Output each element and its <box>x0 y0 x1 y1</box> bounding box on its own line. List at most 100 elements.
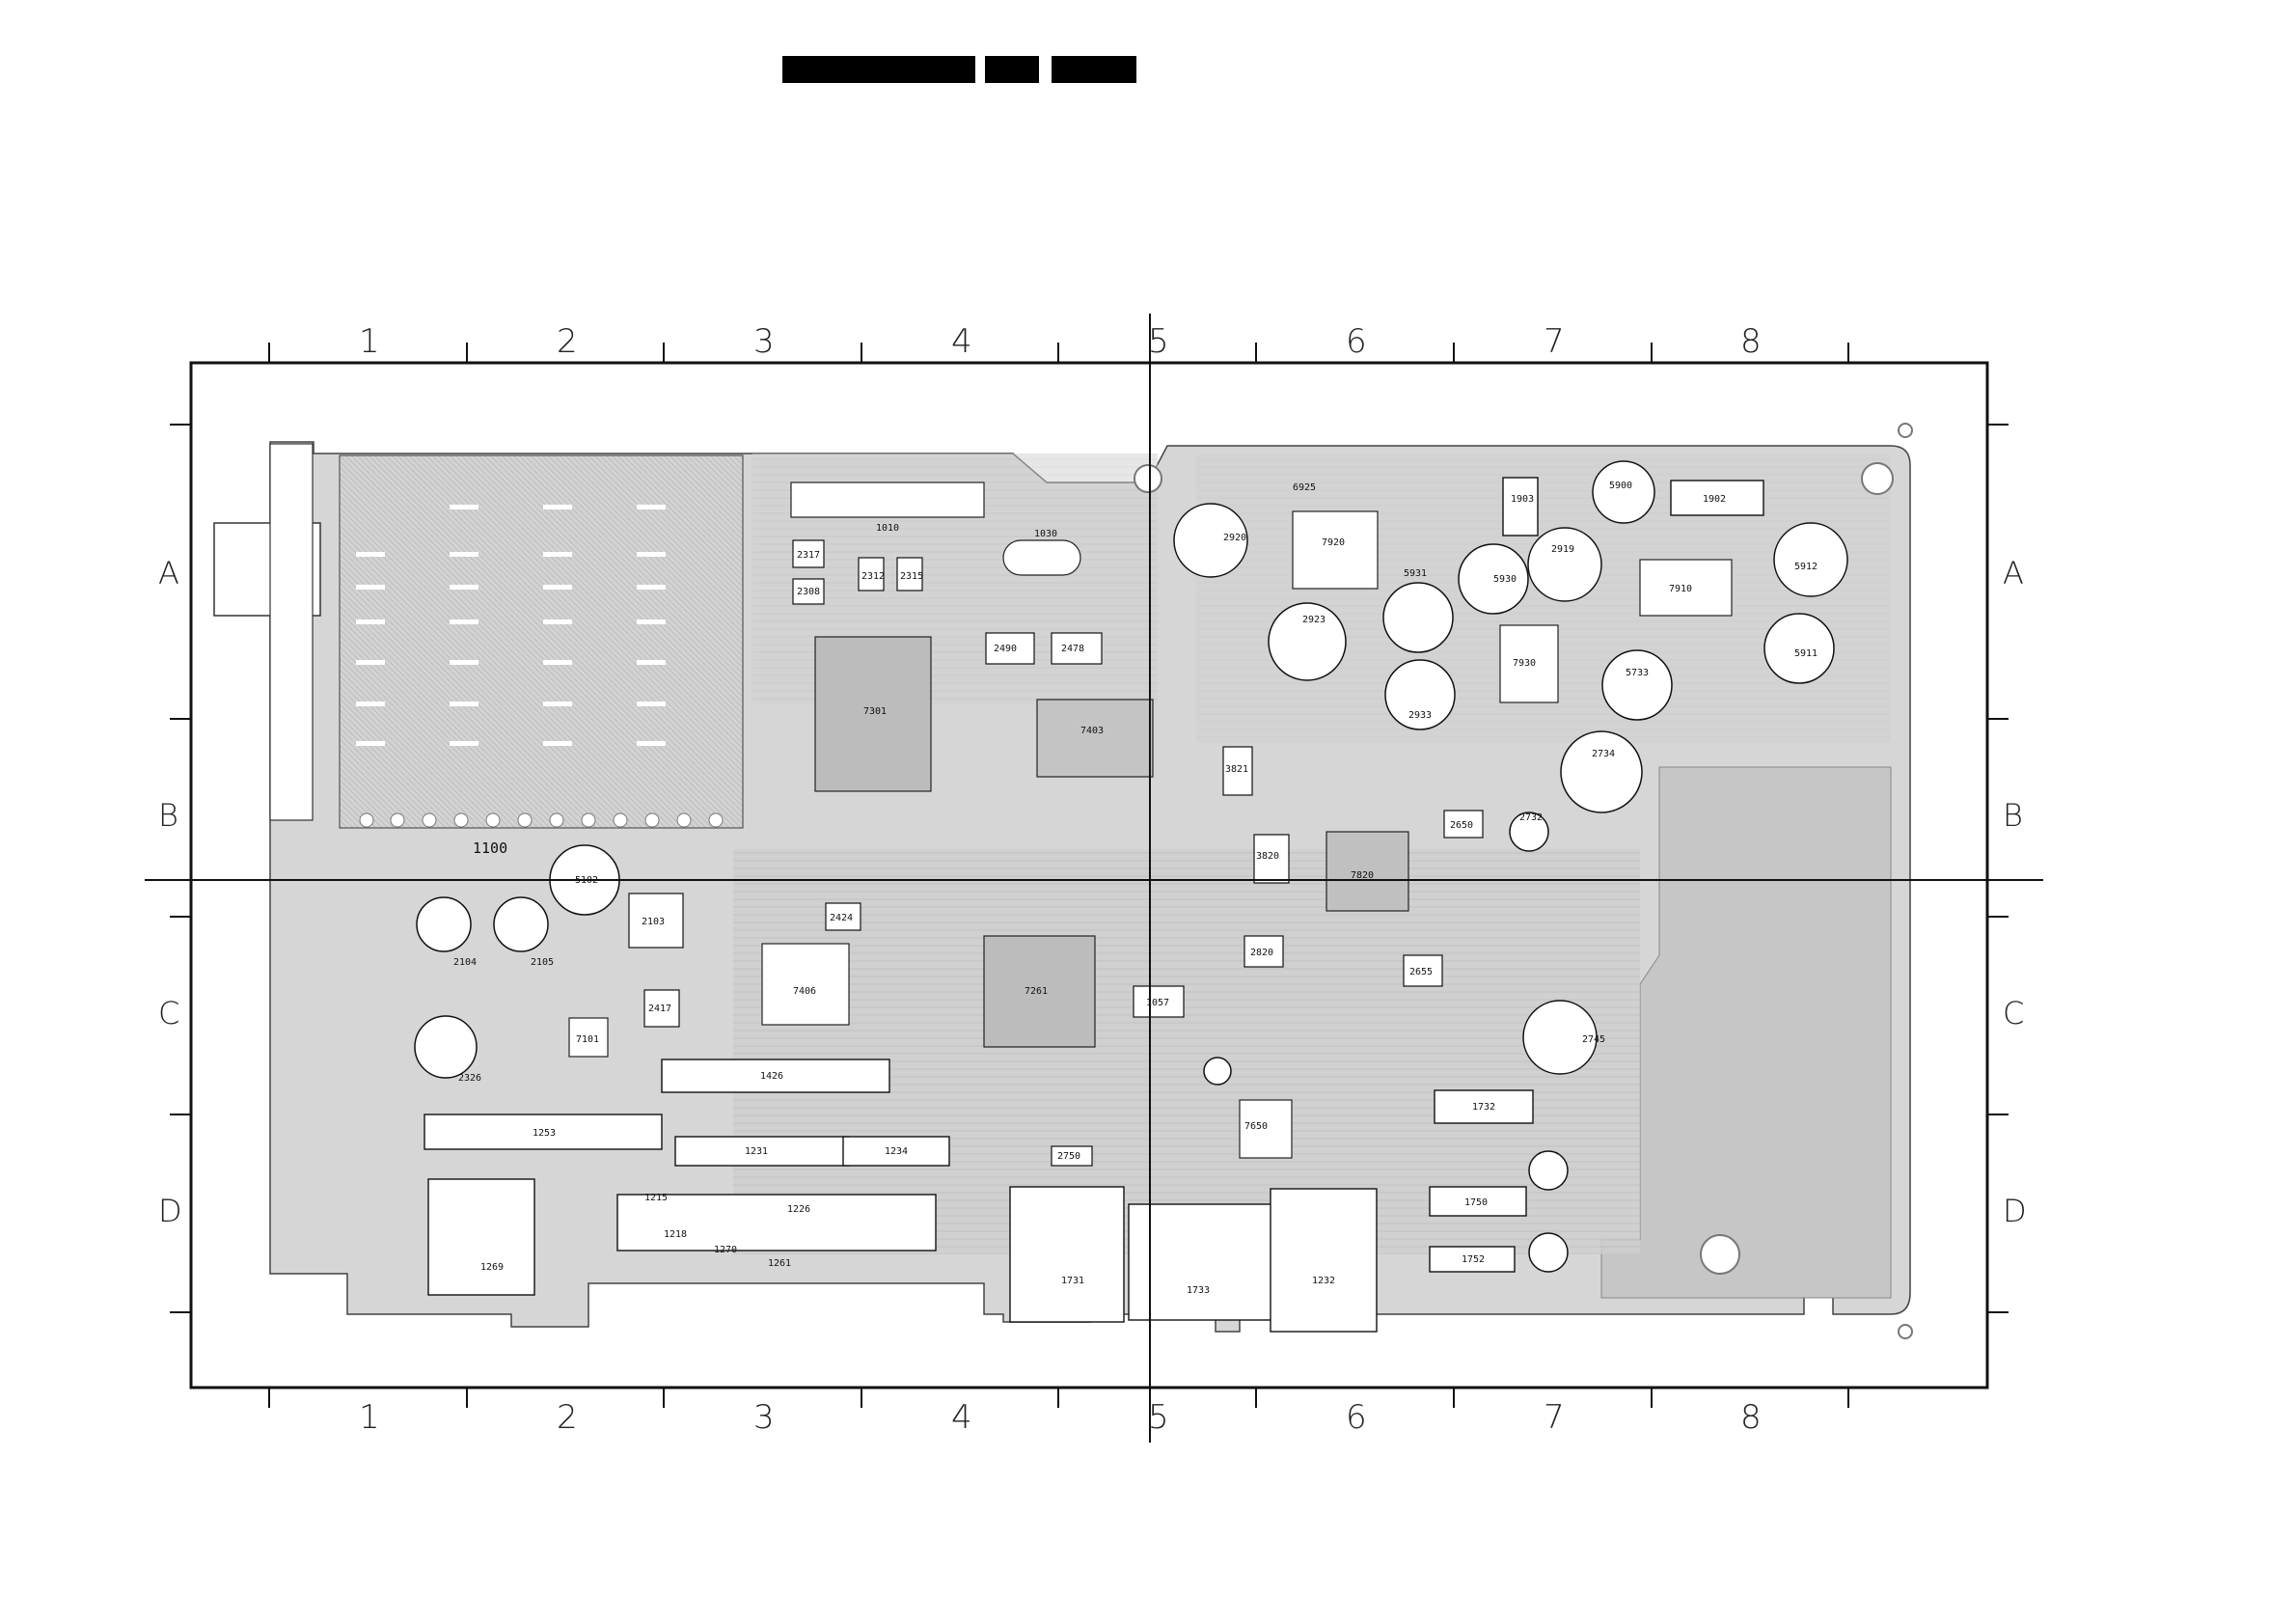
conn-1732 <box>1434 1089 1534 1124</box>
ref-1903: 1903 <box>1511 494 1534 505</box>
col-label-2: 2 <box>557 322 578 361</box>
ref-2750: 2750 <box>1057 1151 1080 1162</box>
ref-7101: 7101 <box>576 1034 599 1045</box>
col-label-3-bottom: 3 <box>753 1398 775 1437</box>
shield-slots <box>356 505 666 746</box>
ref-2315: 2315 <box>900 571 923 582</box>
part-3820 <box>1253 834 1290 884</box>
coil-5911 <box>1763 613 1835 684</box>
ref-7301: 7301 <box>863 706 887 717</box>
ref-5911: 5911 <box>1794 648 1818 659</box>
ref-1732: 1732 <box>1472 1102 1495 1113</box>
ref-2820: 2820 <box>1250 948 1273 958</box>
ref-1231: 1231 <box>745 1146 768 1157</box>
part-2317 <box>792 539 825 568</box>
conn-1426 <box>661 1059 890 1093</box>
mounting-holes <box>1134 423 1913 1339</box>
ic-7920 <box>1292 510 1379 590</box>
header-bar-2 <box>985 56 1039 83</box>
cap-1-small <box>1528 1150 1569 1191</box>
col-label-4: 4 <box>951 322 972 361</box>
col-label-4-bottom: 4 <box>951 1398 972 1437</box>
conn-1750 <box>1429 1186 1527 1217</box>
ref-2312: 2312 <box>861 571 885 582</box>
ref-6925: 6925 <box>1293 482 1316 493</box>
ref-1269: 1269 <box>480 1262 504 1273</box>
row-labels-right: A B C D <box>2003 555 2027 1229</box>
row-label-a: A <box>158 555 179 591</box>
coil-5900 <box>1592 460 1655 524</box>
conn-1731 <box>1009 1186 1125 1323</box>
ref-1010: 1010 <box>876 523 899 534</box>
ic-7930 <box>1499 624 1559 703</box>
conn-1232 <box>1270 1188 1378 1333</box>
row-label-c-right: C <box>2003 995 2024 1032</box>
ref-5912: 5912 <box>1794 562 1818 572</box>
ref-7920: 7920 <box>1322 537 1345 548</box>
small-parts <box>628 539 1484 1167</box>
crystal-1030 <box>1002 539 1081 576</box>
part-2750 <box>1051 1145 1093 1167</box>
conn-1253 <box>424 1114 663 1150</box>
ic-7403 <box>1036 699 1154 778</box>
row-label-d: D <box>158 1193 182 1229</box>
ref-2650: 2650 <box>1450 820 1473 831</box>
ref-2478: 2478 <box>1061 644 1084 654</box>
row-label-b-right: B <box>2003 797 2023 834</box>
ref-1030: 1030 <box>1034 529 1057 539</box>
cap-2734 <box>1560 730 1643 813</box>
ic-7820 <box>1326 831 1409 912</box>
ref-2919: 2919 <box>1551 544 1574 555</box>
ref-1218: 1218 <box>664 1229 687 1240</box>
part-1057 <box>1133 985 1185 1018</box>
ref-3820: 3820 <box>1256 851 1279 862</box>
ref-1270: 1270 <box>714 1245 737 1255</box>
ref-7820: 7820 <box>1351 870 1374 881</box>
ref-2655: 2655 <box>1409 967 1433 977</box>
cap-2919 <box>1527 527 1602 602</box>
cap-2923 <box>1268 602 1347 681</box>
conn-1215 <box>616 1194 937 1252</box>
column-labels-bottom: 1 2 3 4 5 6 7 8 <box>359 1398 1762 1437</box>
col-label-7: 7 <box>1544 322 1565 361</box>
col-label-6-bottom: 6 <box>1346 1398 1367 1437</box>
ref-1100: 1100 <box>473 839 507 857</box>
part-2312 <box>858 557 885 591</box>
cap-2730 <box>1203 1057 1232 1086</box>
ref-1232: 1232 <box>1312 1276 1335 1286</box>
col-label-6: 6 <box>1346 322 1367 361</box>
ref-5733: 5733 <box>1626 668 1649 678</box>
part-2308 <box>792 578 825 605</box>
ref-2490: 2490 <box>994 644 1017 654</box>
ref-1261: 1261 <box>768 1258 791 1269</box>
ref-2424: 2424 <box>830 913 853 923</box>
cap-2105 <box>493 896 549 952</box>
col-label-5-bottom: 5 <box>1148 1398 1169 1437</box>
cap-2326 <box>414 1015 478 1079</box>
grid-ticks <box>170 343 2009 1408</box>
col-label-3: 3 <box>753 322 775 361</box>
ic-7650 <box>1239 1099 1293 1159</box>
ic-7910 <box>1639 559 1733 617</box>
part-2103 <box>628 893 684 949</box>
cap-2920 <box>1173 503 1248 578</box>
ref-2734: 2734 <box>1592 749 1615 759</box>
ref-2745: 2745 <box>1582 1034 1605 1045</box>
part-2655 <box>1403 954 1443 987</box>
ref-5931: 5931 <box>1404 568 1427 579</box>
crosshair <box>145 314 2043 1443</box>
part-3821 <box>1222 746 1253 796</box>
ref-1226: 1226 <box>787 1204 810 1215</box>
coil-5912 <box>1773 522 1848 597</box>
ref-1731: 1731 <box>1061 1276 1084 1286</box>
part-2315 <box>896 557 923 591</box>
ref-1752: 1752 <box>1462 1254 1485 1265</box>
ref-1057: 1057 <box>1146 998 1169 1008</box>
row-label-d-right: D <box>2003 1193 2027 1229</box>
ref-3821: 3821 <box>1225 764 1248 775</box>
header-bar-3 <box>1052 56 1136 83</box>
ref-2732: 2732 <box>1519 812 1543 823</box>
ref-2308: 2308 <box>797 587 820 597</box>
row-label-a-right: A <box>2003 555 2024 591</box>
